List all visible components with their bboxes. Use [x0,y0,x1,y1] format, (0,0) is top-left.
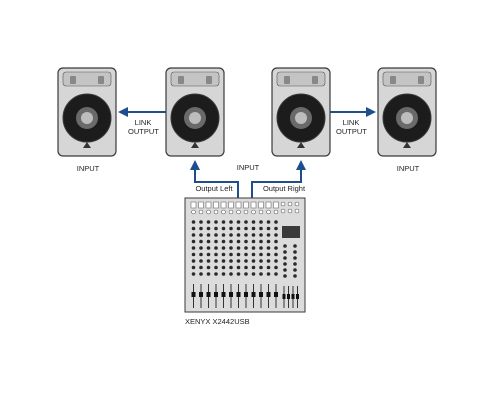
output-left-label: Output Left [195,184,233,193]
link-output-label-right: LINK OUTPUT [336,118,367,136]
mixer-console [184,197,306,313]
mixer-model-label: XENYX X2442USB [185,317,250,326]
speaker-1 [57,67,117,157]
output-right-cable [251,160,306,200]
output-left-cable [190,160,239,200]
input-label-4: INPUT [396,164,420,173]
output-right-label: Output Right [262,184,306,193]
link-output-label-left: LINK OUTPUT [128,118,159,136]
input-label-center: INPUT [236,163,260,172]
speaker-4 [377,67,437,157]
speaker-2 [165,67,225,157]
input-label-1: INPUT [76,164,100,173]
speaker-3 [271,67,331,157]
